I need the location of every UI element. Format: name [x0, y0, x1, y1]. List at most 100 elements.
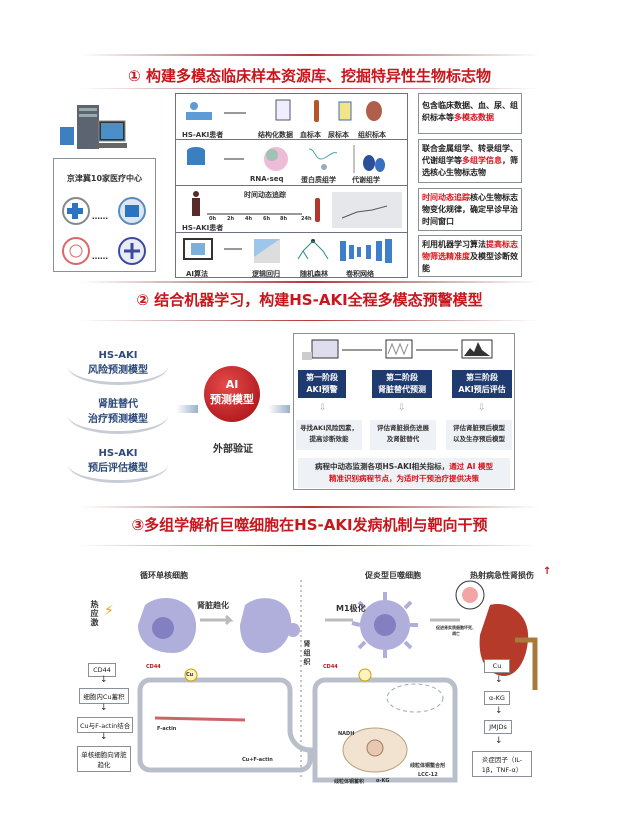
tissue-sample-label: 组织标本 — [358, 131, 386, 139]
cu-factin-label: Cu+F-actin — [242, 757, 273, 763]
label-line: 风险预测模型 — [88, 365, 148, 376]
stage-2-desc: 评估肾脏损伤进展及肾脏替代 — [370, 420, 436, 450]
flow-chemotaxis: 单核细胞向肾脏趋化 — [77, 746, 131, 772]
patient-label: HS-AKI患者 — [182, 131, 224, 139]
ellipsis: …… — [92, 212, 108, 221]
flow-cu-accumulation: 细胞内Cu蓄积 — [79, 688, 129, 704]
stage-1-desc: 寻找AKI风险因素， 提高诊断效能 — [296, 420, 362, 450]
factin-label: F-actin — [157, 726, 177, 732]
mechanism-illustration — [137, 580, 538, 783]
monocyte-label: 循环单核细胞 — [140, 571, 188, 580]
cnn-label: 卷积网络 — [346, 270, 374, 278]
note-highlight: 多模态数据 — [454, 113, 494, 122]
tick: 8h — [280, 216, 288, 222]
rnaseq-label: RNA-seq — [250, 175, 284, 183]
flow-cd44: CD44 — [88, 663, 116, 677]
summary-text: 病程中动态监测各项HS-AKI相关指标， — [314, 462, 450, 471]
tick: 24h — [301, 216, 312, 222]
note-text: 核心生物标志物变化规律，确定早诊早治时间窗口 — [422, 193, 518, 226]
row-samples: HS-AKI患者 结构化数据 血标本 尿标本 组织标本 — [176, 94, 407, 140]
ai-prediction-model: AI 预测模型 — [204, 366, 260, 422]
desc-text: 评估肾脏预后模型 — [453, 424, 505, 432]
down-arrow-icon: ↓ — [100, 732, 108, 742]
tick: 0h — [209, 216, 217, 222]
tick: 6h — [263, 216, 271, 222]
flow-akg: α-KG — [484, 691, 510, 705]
monitor-icons — [302, 339, 493, 360]
note-tracking: 时间动态追踪核心生物标志物变化规律，确定早诊早治时间窗口 — [418, 188, 522, 231]
note-highlight: 提高标志物筛选精准度 — [422, 240, 518, 261]
ai-text: 预测模型 — [210, 393, 254, 406]
down-arrow-icon: ⇩ — [398, 403, 406, 413]
ai-text: AI — [225, 378, 239, 391]
note-ml: 利用机器学习算法提高标志物筛选精准度及模型诊断效能 — [418, 235, 522, 277]
promote-label: 促进肾实质细胞坏死、凋亡 — [436, 625, 476, 636]
rrt-model-label: 肾脏替代治疗预测模型 — [68, 397, 168, 434]
note-multimodal: 包含临床数据、血、尿、组织标本等多模态数据 — [418, 93, 522, 134]
centers-label: 京津冀10家医疗中心 — [66, 174, 143, 183]
up-arrow-icon: ↑ — [543, 566, 552, 577]
desc-text: 提高诊断效能 — [309, 435, 349, 443]
flow-jmjds: JMJDs — [484, 720, 512, 734]
injury-label: 热射病急性肾损伤 — [470, 571, 534, 580]
m1-label: M1极化 — [336, 604, 366, 613]
stage-text: 肾脏替代预测 — [378, 385, 426, 394]
ellipsis: …… — [92, 252, 108, 261]
server-icon — [60, 105, 127, 149]
cd44-label: CD44 — [323, 664, 338, 670]
down-arrow-icon: ⇩ — [319, 403, 327, 413]
label-line: HS-AKI — [98, 448, 138, 459]
section3-title: ③多组学解析巨噬细胞在HS-AKI发病机制与靶向干预 — [131, 516, 488, 534]
hospital-logos-icon — [62, 197, 146, 265]
risk-model-label: HS-AKI 风险预测模型 — [68, 348, 168, 385]
row-ai: AI算法 逻辑回归 随机森林 卷积网络 — [176, 233, 407, 279]
external-validation-label: 外部验证 — [213, 444, 253, 455]
desc-text: 评估肾脏损伤进展 — [377, 424, 429, 432]
summary-highlight: 通过 AI 模型 — [449, 462, 494, 471]
note-text: ，筛选核心生物标志物 — [422, 156, 518, 177]
stage-2: 第二阶段肾脏替代预测 — [372, 370, 432, 398]
migrating-cell — [240, 598, 292, 653]
stage-3-desc: 评估肾脏预后模型以及生存预后模型 — [446, 420, 512, 450]
label-line: HS-AKI — [98, 350, 138, 361]
urine-sample-label: 尿标本 — [328, 131, 349, 139]
akg-label: α-KG — [376, 778, 390, 784]
down-arrow-icon: ↓ — [100, 675, 108, 685]
down-arrow-icon: ↓ — [495, 706, 503, 716]
chelator-label: 线粒体铜螯合剂 — [410, 763, 446, 769]
tracking-timeline-icon — [192, 191, 402, 228]
time-tracking-label: 时间动态追踪 — [244, 191, 286, 199]
row-omics: RNA-seq 蛋白质组学 代谢组学 — [176, 140, 407, 186]
omics-icons — [187, 145, 385, 173]
ai-models-icons — [183, 238, 392, 263]
summary-highlight: 精准识别病程节点，为适时干预治疗提供决策 — [329, 474, 479, 483]
stage-text: AKI预后评估 — [458, 385, 506, 394]
nadh-label: NADH — [338, 731, 355, 737]
lightning-icon: ⚡ — [104, 603, 114, 619]
label-line: 肾脏替代 — [98, 399, 138, 410]
note-text: 联合金属组学、转录组学、代谢组学等 — [422, 144, 518, 165]
stage-text: 第一阶段 — [306, 373, 338, 382]
kidney-icon — [479, 604, 529, 676]
centers-box: 京津冀10家医疗中心 …… …… — [53, 158, 156, 272]
lcc12-label: LCC-12 — [418, 772, 438, 778]
macrophage-cell — [351, 592, 418, 658]
flow-inflammatory: 炎症因子（IL-1β，TNF-α） — [472, 751, 532, 777]
desc-text: 寻找AKI风险因素， — [300, 424, 358, 432]
proteomics-label: 蛋白质组学 — [301, 176, 336, 184]
arrow-icon — [268, 405, 290, 413]
note-text: 及模型诊断效能 — [422, 252, 518, 273]
flow-cu: Cu — [484, 659, 510, 673]
cu-label: Cu — [186, 672, 194, 678]
label-line: 预后评估模型 — [88, 463, 148, 474]
data-pipeline-box: HS-AKI患者 结构化数据 血标本 尿标本 组织标本 RNA-seq 蛋白质组… — [175, 93, 408, 278]
kidney-tissue-label: 肾组织 — [303, 640, 311, 667]
note-text: 利用机器学习算法 — [422, 240, 486, 249]
row-tracking: 时间动态追踪 0h 2h 4h 6h 8h 24h HS-AKI患者 — [176, 186, 407, 233]
arrow-icon — [176, 405, 198, 413]
tick: 4h — [245, 216, 253, 222]
flow-cu-factin: Cu与F-actin结合 — [77, 717, 133, 733]
metabolomics-label: 代谢组学 — [352, 176, 380, 184]
